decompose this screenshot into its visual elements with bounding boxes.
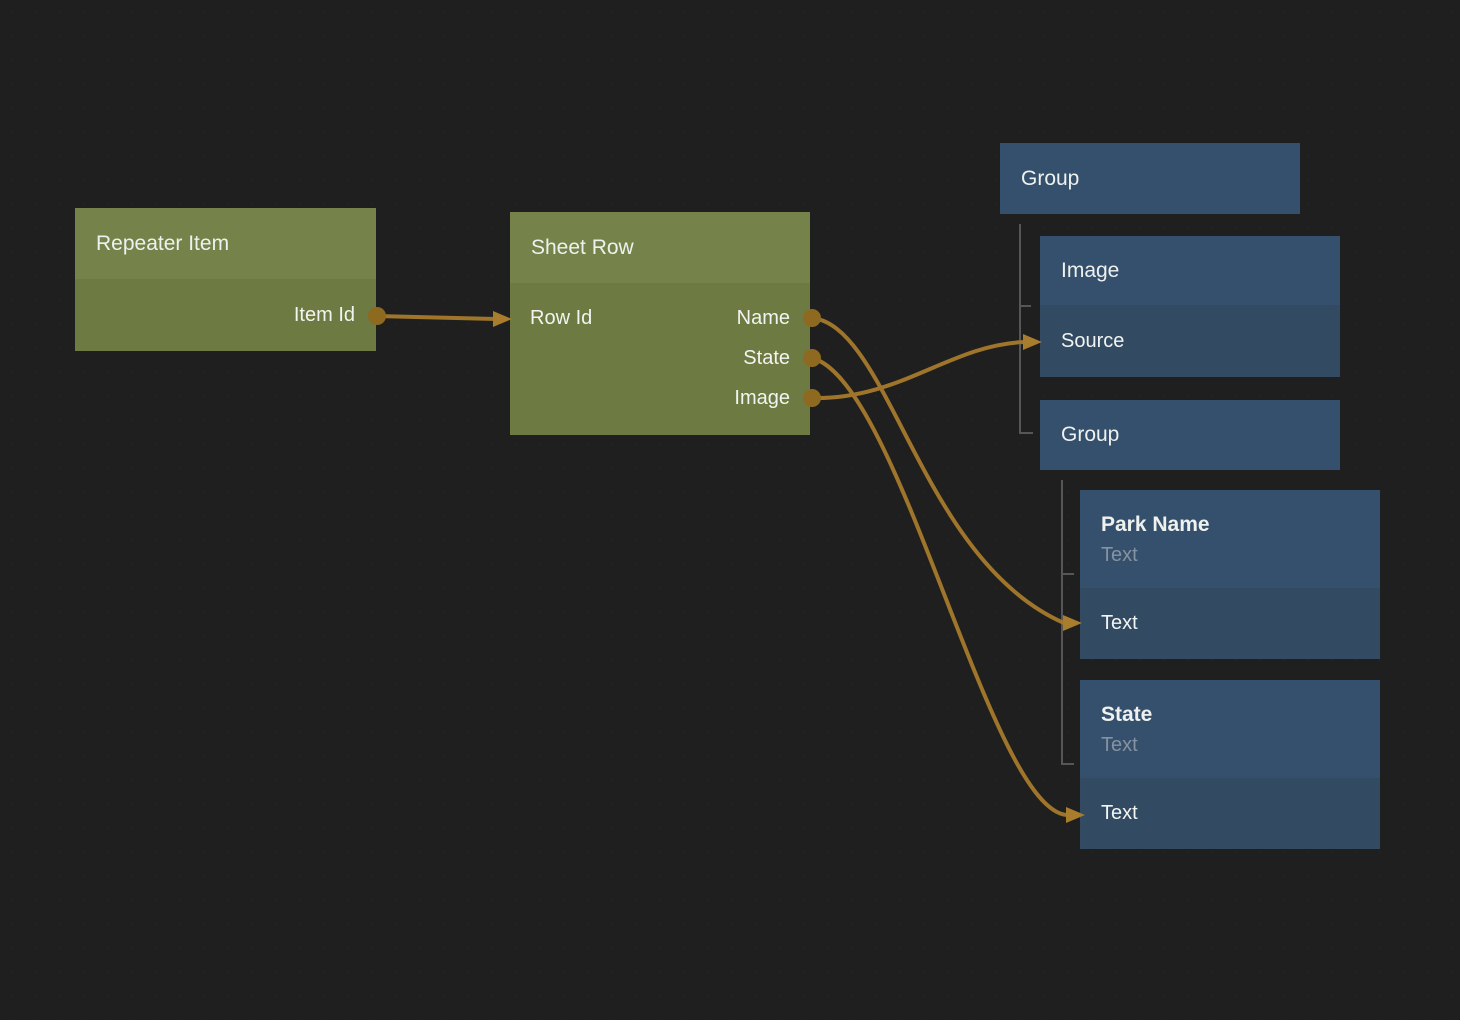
node-title: State xyxy=(1101,703,1153,726)
node-subtitle: Text xyxy=(1101,734,1138,756)
node-subtitle: Text xyxy=(1101,544,1138,566)
node-repeater-item[interactable]: Repeater Item Item Id xyxy=(75,208,376,351)
port-row: State xyxy=(510,338,810,378)
port-label: Item Id xyxy=(293,303,355,326)
edge-item-id-to-row-id[interactable] xyxy=(375,314,498,321)
node-image[interactable]: Image Source xyxy=(1040,236,1340,377)
output-port-name[interactable]: Name xyxy=(736,306,790,329)
port-label: Source xyxy=(1061,329,1125,352)
node-body: Item Id xyxy=(75,279,376,351)
tree-line-group-child xyxy=(1061,480,1074,765)
node-body: Text xyxy=(1080,588,1380,659)
node-title: Group xyxy=(1061,423,1120,446)
node-title: Park Name xyxy=(1101,513,1210,536)
input-port-text[interactable]: Text xyxy=(1080,778,1380,849)
edge-image-to-source[interactable] xyxy=(810,340,1026,401)
input-port-source[interactable]: Source xyxy=(1040,305,1340,377)
node-group-root[interactable]: Group xyxy=(1000,143,1300,214)
node-body: Source xyxy=(1040,305,1340,377)
node-body: Text xyxy=(1080,778,1380,849)
node-header: Repeater Item xyxy=(75,208,376,279)
node-header: Group xyxy=(1000,143,1300,214)
port-row: Row Id Name xyxy=(510,298,810,338)
node-body: Row Id Name State Image xyxy=(510,283,810,435)
port-label: Text xyxy=(1101,612,1138,634)
node-header: Group xyxy=(1040,400,1340,470)
node-title: Sheet Row xyxy=(531,235,634,259)
node-title: Group xyxy=(1021,166,1080,190)
output-port-state[interactable]: State xyxy=(743,346,790,369)
edge-state-to-state-text[interactable] xyxy=(810,356,1069,817)
node-title: Repeater Item xyxy=(96,231,230,255)
node-sheet-row[interactable]: Sheet Row Row Id Name State Image xyxy=(510,212,810,435)
node-park-name[interactable]: Park Name Text Text xyxy=(1080,490,1380,659)
edge-name-to-park-name-text[interactable] xyxy=(810,316,1066,625)
node-state[interactable]: State Text Text xyxy=(1080,680,1380,849)
node-header: Image xyxy=(1040,236,1340,305)
input-port-row-id[interactable]: Row Id xyxy=(530,306,593,329)
port-row: Image xyxy=(510,378,810,418)
output-port-item-id[interactable]: Item Id xyxy=(75,279,376,351)
output-port-image[interactable]: Image xyxy=(734,386,790,409)
node-title: Image xyxy=(1061,258,1120,282)
node-header: State Text xyxy=(1080,680,1380,778)
node-group-child[interactable]: Group xyxy=(1040,400,1340,470)
node-header: Park Name Text xyxy=(1080,490,1380,588)
node-header: Sheet Row xyxy=(510,212,810,283)
input-port-text[interactable]: Text xyxy=(1080,588,1380,659)
port-label: Text xyxy=(1101,802,1138,824)
tree-line-group-root xyxy=(1019,224,1033,434)
